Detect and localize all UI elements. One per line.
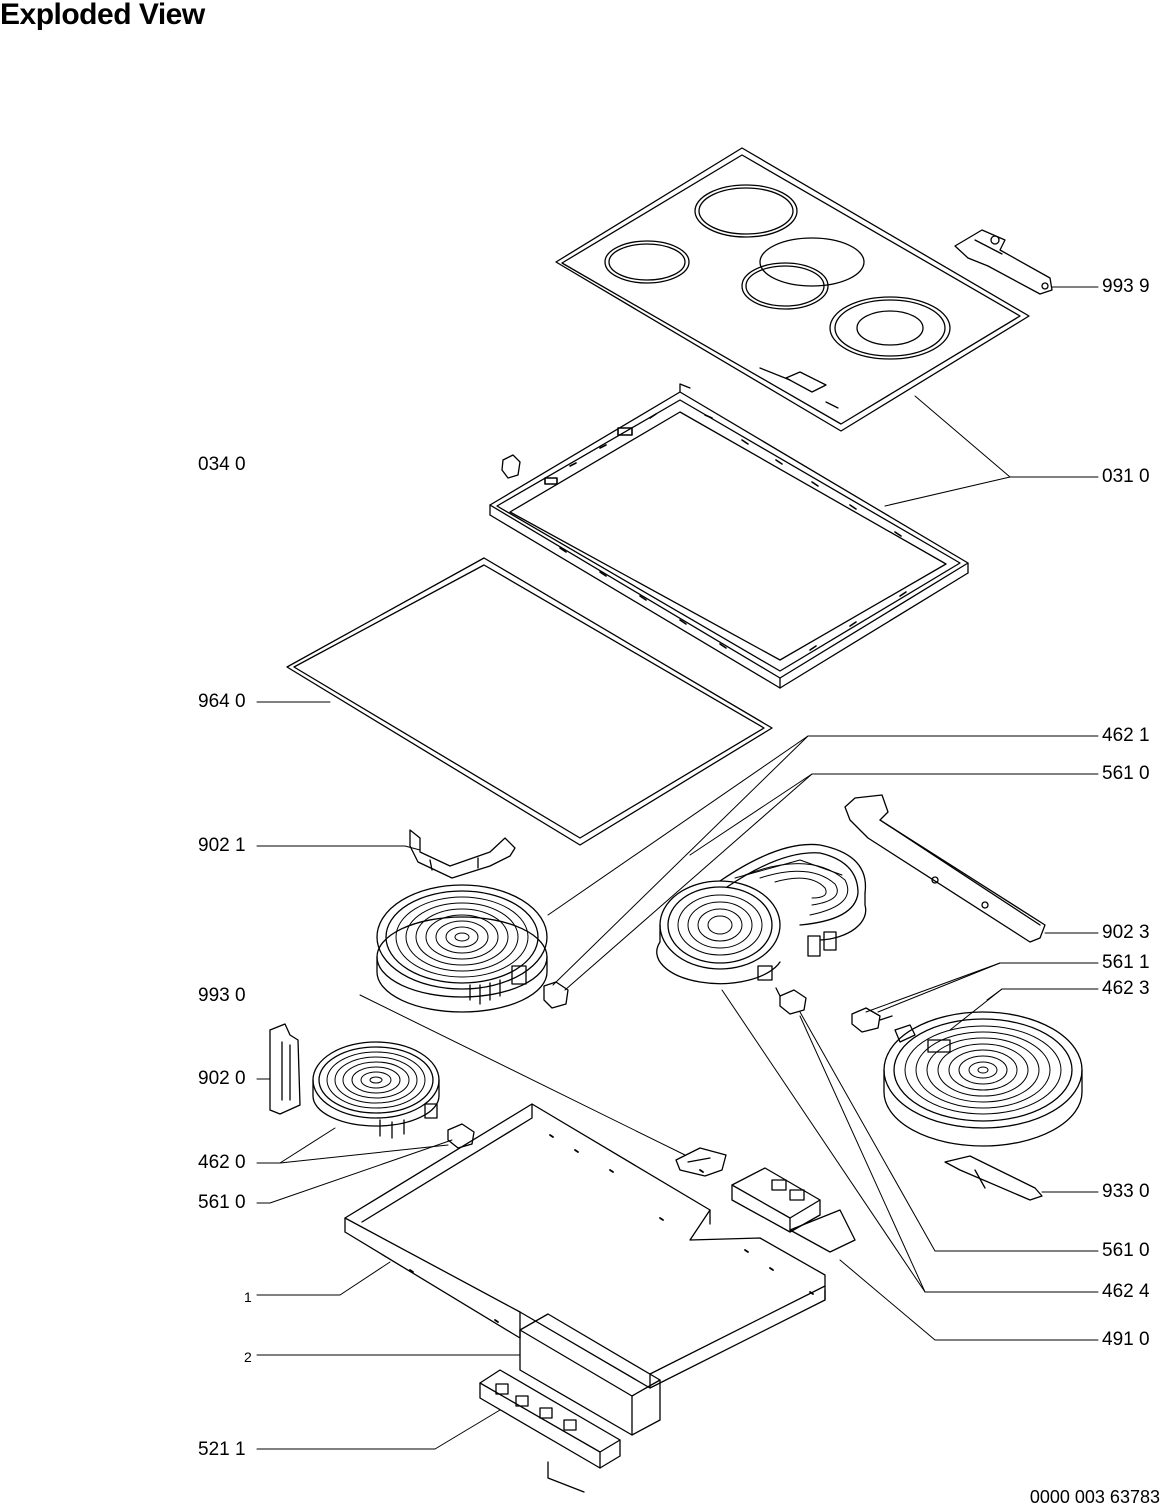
label-902-3: 902 3 (1102, 922, 1150, 943)
page-title: Exploded View (0, 0, 205, 31)
limiter-561-0-b (776, 988, 806, 1014)
label-462-1: 462 1 (1102, 725, 1150, 746)
document-number: 0000 003 63783 (1029, 1487, 1160, 1507)
label-902-0: 902 0 (198, 1068, 246, 1089)
part-993-9-clip (955, 230, 1052, 294)
label-462-0: 462 0 (198, 1152, 246, 1173)
cooktop-glass (556, 148, 1029, 431)
heating-element-462-3 (884, 1012, 1082, 1146)
label-1: 1 (244, 1289, 252, 1305)
label-993-0: 993 0 (198, 985, 246, 1006)
sensor-933-0 (945, 1156, 1042, 1200)
limiter-561-0-c (448, 1124, 474, 1148)
label-462-4: 462 4 (1102, 1281, 1150, 1302)
bracket-902-1 (410, 830, 515, 878)
label-521-1: 521 1 (198, 1439, 246, 1460)
label-561-0-top: 561 0 (1102, 763, 1150, 784)
label-491-0: 491 0 (1102, 1329, 1150, 1350)
label-902-1: 902 1 (198, 835, 246, 856)
label-561-0-left: 561 0 (198, 1192, 246, 1213)
limiter-561-1 (852, 1008, 892, 1032)
label-964-0: 964 0 (198, 691, 246, 712)
heating-element-462-1 (377, 885, 547, 1012)
label-561-1: 561 1 (1102, 952, 1150, 973)
leader-lines (257, 287, 1098, 1449)
label-2: 2 (244, 1349, 252, 1365)
switch-module-521-1 (480, 1370, 620, 1492)
cooktop-frame (490, 384, 968, 688)
heating-element-462-0 (313, 1042, 439, 1138)
bottom-tray (345, 1104, 825, 1435)
label-561-0-right: 561 0 (1102, 1240, 1150, 1261)
bracket-902-3 (845, 795, 1045, 942)
bracket-902-0 (270, 1024, 300, 1114)
limiter-561-0-a (544, 982, 568, 1008)
heating-element-dual (657, 844, 866, 983)
seal-gasket (287, 558, 772, 845)
clip-993-0 (676, 1148, 726, 1176)
label-993-9: 993 9 (1102, 276, 1150, 297)
label-933-0: 933 0 (1102, 1181, 1150, 1202)
label-031-0: 031 0 (1102, 466, 1150, 487)
label-034-0: 034 0 (198, 454, 246, 475)
label-462-3: 462 3 (1102, 978, 1150, 999)
control-module-491-0 (732, 1168, 855, 1252)
